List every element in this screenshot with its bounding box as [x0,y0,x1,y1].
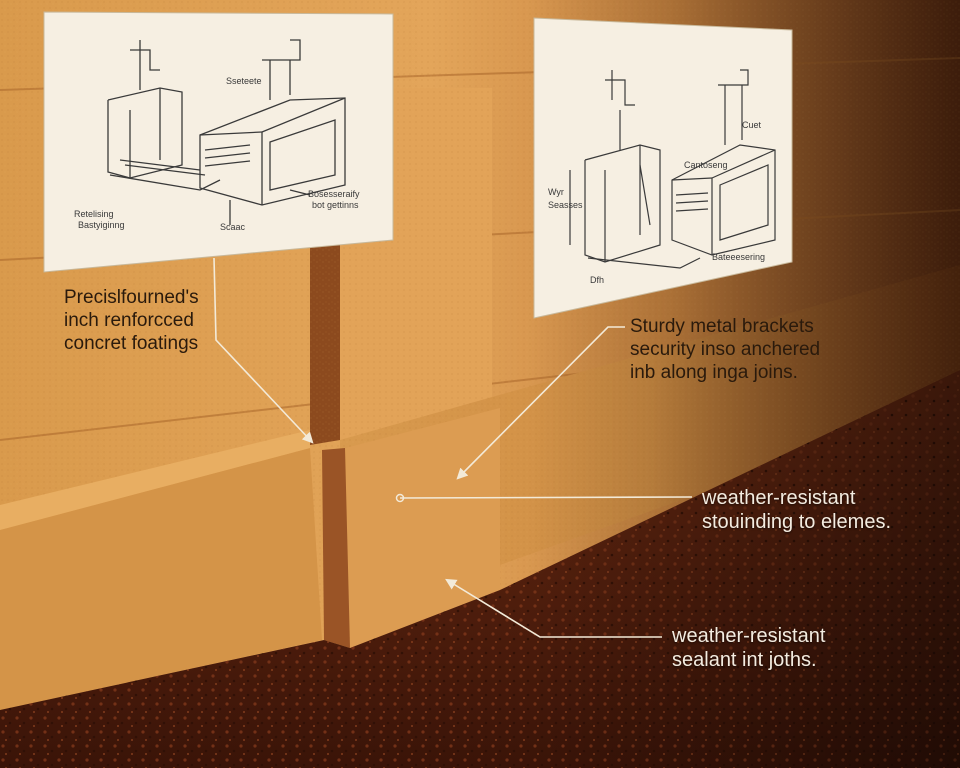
callout-stouning-line1: weather-resistant [702,487,856,509]
sketch-right-label-a2: Seasses [548,200,583,210]
leader-stouning-dot [395,493,405,503]
sketch-left-label-d: Sseteete [226,76,262,86]
sketch-left-drawing [107,39,346,225]
sketch-sheet-right: Wyr Seasses Cantoseng Bateeesering Dfh C… [533,17,793,319]
callout-brackets: Sturdy metal brackets security inso anch… [630,316,820,384]
callout-footings-line2: inch renforcced [64,309,194,331]
callout-sealant-line2: sealant int joths. [672,649,817,671]
leader-footings [213,257,314,444]
sketch-left-label-c: Scaac [220,222,246,232]
sketch-right-label-e: Cuet [742,120,762,130]
callout-stouning-line2: stouinding to elemes. [702,511,892,533]
callout-sealant: weather-resistant sealant int joths. [672,624,825,672]
sketch-right-label-a1: Wyr [548,187,564,197]
callout-sealant-line1: weather-resistant [672,625,826,647]
callout-brackets-line2: security inso anchered [630,338,821,360]
callout-footings-line3: concret foatings [64,332,199,354]
callout-footings: Precislfourned's inch renforcced concret… [64,287,199,355]
leader-stouning [399,496,693,499]
callout-stouning: weather-resistant stouinding to elemes. [702,486,891,534]
callout-brackets-line1: Sturdy metal brackets [630,316,814,337]
sketch-left-label-b1: Bosesseraify [308,189,360,199]
leader-sealant [445,578,662,638]
sketch-left-label-b2: bot gettinns [312,200,359,210]
leader-lines [213,257,693,638]
sketch-right-drawing [569,69,776,269]
sketch-right-label-c: Bateeesering [712,252,765,262]
sketch-right-label-d: Dfh [590,275,604,285]
leader-brackets [456,326,625,480]
sketch-sheet-left: Retelising Bastyiginng Bosesseraify bot … [43,11,394,273]
sketch-left-label-a2: Bastyiginng [78,220,125,230]
callout-footings-line1: Precislfourned's [64,287,199,308]
sketch-right-label-b: Cantoseng [684,160,728,170]
callout-brackets-line3: inb along inga joins. [630,361,798,383]
sketch-left-label-a1: Retelising [74,209,114,219]
